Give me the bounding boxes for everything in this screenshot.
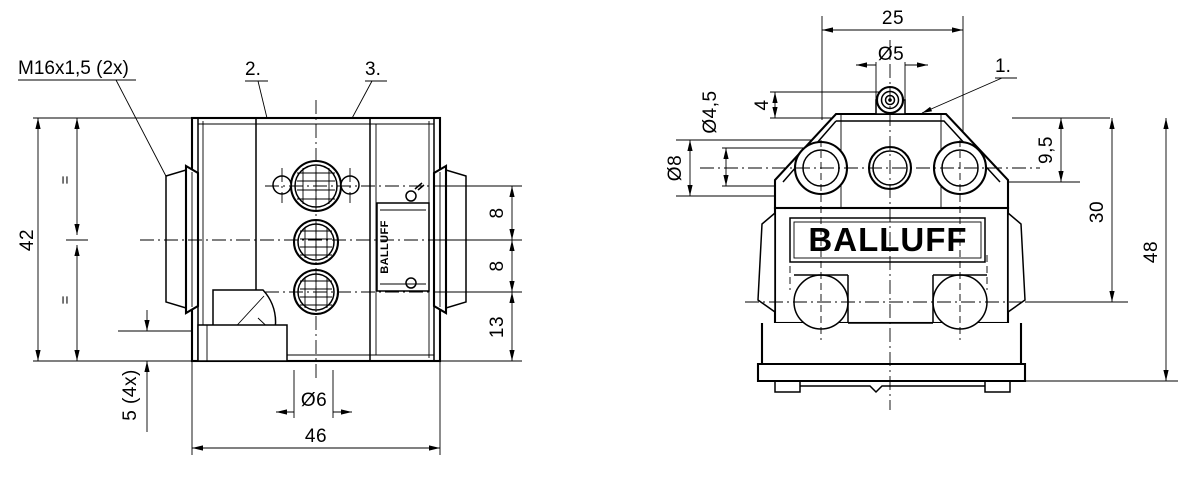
dimension-48: 48: [1025, 118, 1178, 382]
right-view-group: 25 Ø5 4 Ø4,5 Ø8: [665, 8, 1178, 410]
cable-gland-left: [165, 164, 200, 315]
dimension-30: 30: [1025, 118, 1128, 303]
callout-1: 1.: [921, 56, 1017, 114]
dimension-25-label: 25: [882, 8, 904, 29]
symmetry-mark-upper: =: [57, 175, 74, 184]
dimension-5-4x-label: 5 (4x): [120, 369, 141, 421]
dimension-diameter-6: Ø6: [276, 370, 352, 418]
callout-thread-label: M16x1,5 (2x): [18, 58, 129, 79]
dimension-diameter-5-label: Ø5: [878, 44, 904, 65]
callout-3-label: 3.: [365, 59, 381, 80]
dimension-8-middle-label: 8: [487, 260, 508, 271]
brand-label-right-view: BALLUFF: [808, 221, 967, 258]
dimension-chain-right: 8 8 13: [440, 185, 522, 362]
left-view-group: 42 = = 5 (4x) M16x1,5 (2x) 2.: [17, 58, 522, 455]
dimension-46: 46: [191, 361, 441, 455]
dimension-diameter-5: Ø5: [856, 44, 928, 100]
dimension-5-4x: 5 (4x): [118, 310, 196, 432]
callout-2-label: 2.: [245, 59, 261, 80]
dimension-48-label: 48: [1141, 241, 1162, 263]
label-plate-right-view: BALLUFF: [789, 217, 986, 263]
dimension-9-5: 9,5: [1008, 117, 1110, 183]
dimension-30-label: 30: [1087, 201, 1108, 223]
dimension-8-upper-label: 8: [487, 207, 508, 218]
dimension-diameter-8-label: Ø8: [665, 155, 686, 181]
dimension-4-label: 4: [752, 99, 773, 110]
dimension-9-5-label: 9,5: [1036, 136, 1057, 164]
rounded-relief-feature: [197, 289, 288, 362]
side-view-centerlines: [700, 40, 1040, 410]
symmetry-mark-lower: =: [57, 295, 74, 304]
brand-label-left-view: BALLUFF: [379, 220, 391, 274]
symmetry-chain: = =: [57, 118, 88, 361]
dimension-diameter-4-5: Ø4,5: [700, 90, 840, 187]
dimension-13-label: 13: [487, 316, 508, 338]
dimension-46-label: 46: [305, 426, 327, 447]
callout-1-label: 1.: [995, 56, 1011, 77]
cable-gland-right: [432, 164, 467, 315]
dimension-diameter-6-label: Ø6: [301, 390, 327, 411]
dimension-42: 42: [17, 117, 196, 362]
label-plate-left-view: BALLUFF: [376, 182, 430, 292]
callout-thread-note: M16x1,5 (2x): [18, 58, 171, 183]
dimension-42-label: 42: [17, 229, 38, 251]
dimension-diameter-4-5-label: Ø4,5: [700, 90, 721, 133]
top-pin: [875, 85, 906, 115]
